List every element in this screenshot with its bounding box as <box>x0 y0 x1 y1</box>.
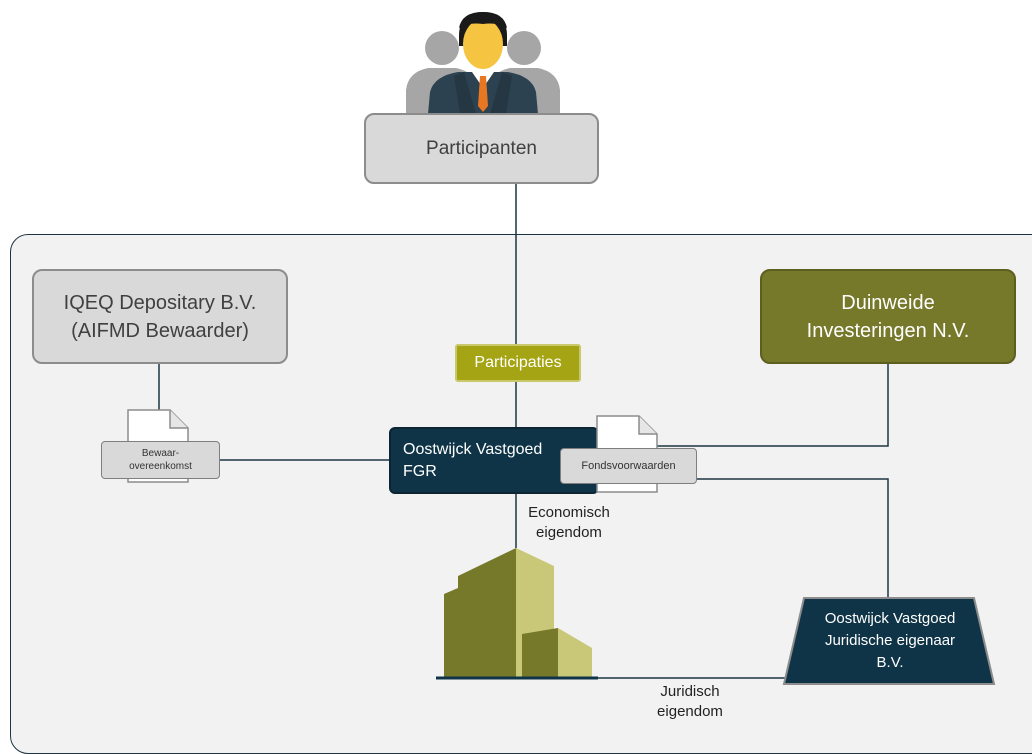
juridische-line2: Juridische eigenaar <box>824 632 956 649</box>
participanten-node: Participanten <box>364 113 599 184</box>
iqeq-name: IQEQ Depositary B.V. <box>63 291 257 314</box>
fgr-line2: FGR <box>403 462 437 480</box>
connector-lines <box>158 184 889 679</box>
bewaarovereenkomst-label: Bewaar- overeenkomst <box>101 441 220 479</box>
bewaar-line1: Bewaar- <box>141 448 180 459</box>
economisch-eigendom-label: Economisch eigendom <box>514 503 624 543</box>
economisch-line1: Economisch <box>528 504 610 521</box>
duinweide-node: Duinweide Investeringen N.V. <box>760 269 1016 364</box>
fonds-text: Fondsvoorwaarden <box>581 459 676 472</box>
building-icon <box>436 548 598 680</box>
juridische-line3: B.V. <box>876 654 904 671</box>
participanten-label: Participanten <box>426 137 537 159</box>
duinweide-line2: Investeringen N.V. <box>806 319 970 342</box>
duinweide-line1: Duinweide <box>841 291 935 314</box>
participaties-label: Participaties <box>474 354 562 371</box>
participaties-node: Participaties <box>455 344 581 382</box>
juridische-eigenaar-shape <box>782 597 996 685</box>
juridisch-line1: Juridisch <box>660 683 720 700</box>
fgr-line1: Oostwijck Vastgoed <box>403 440 543 458</box>
bewaar-line2: overeenkomst <box>129 461 192 472</box>
line-fonds-juridische <box>697 478 889 598</box>
line-duinweide-fgr <box>599 364 889 447</box>
juridisch-eigendom-label: Juridisch eigendom <box>630 682 750 722</box>
juridische-eigenaar-node: Oostwijck Vastgoed Juridische eigenaar B… <box>800 606 980 676</box>
economisch-line2: eigendom <box>536 524 602 541</box>
iqeq-role: (AIFMD Bewaarder) <box>71 319 249 342</box>
people-group-icon <box>406 12 560 114</box>
fondsvoorwaarden-label: Fondsvoorwaarden <box>560 448 697 484</box>
iqeq-depositary-node: IQEQ Depositary B.V. (AIFMD Bewaarder) <box>32 269 288 364</box>
juridisch-line2: eigendom <box>657 703 723 720</box>
juridische-line1: Oostwijck Vastgoed <box>824 610 956 627</box>
